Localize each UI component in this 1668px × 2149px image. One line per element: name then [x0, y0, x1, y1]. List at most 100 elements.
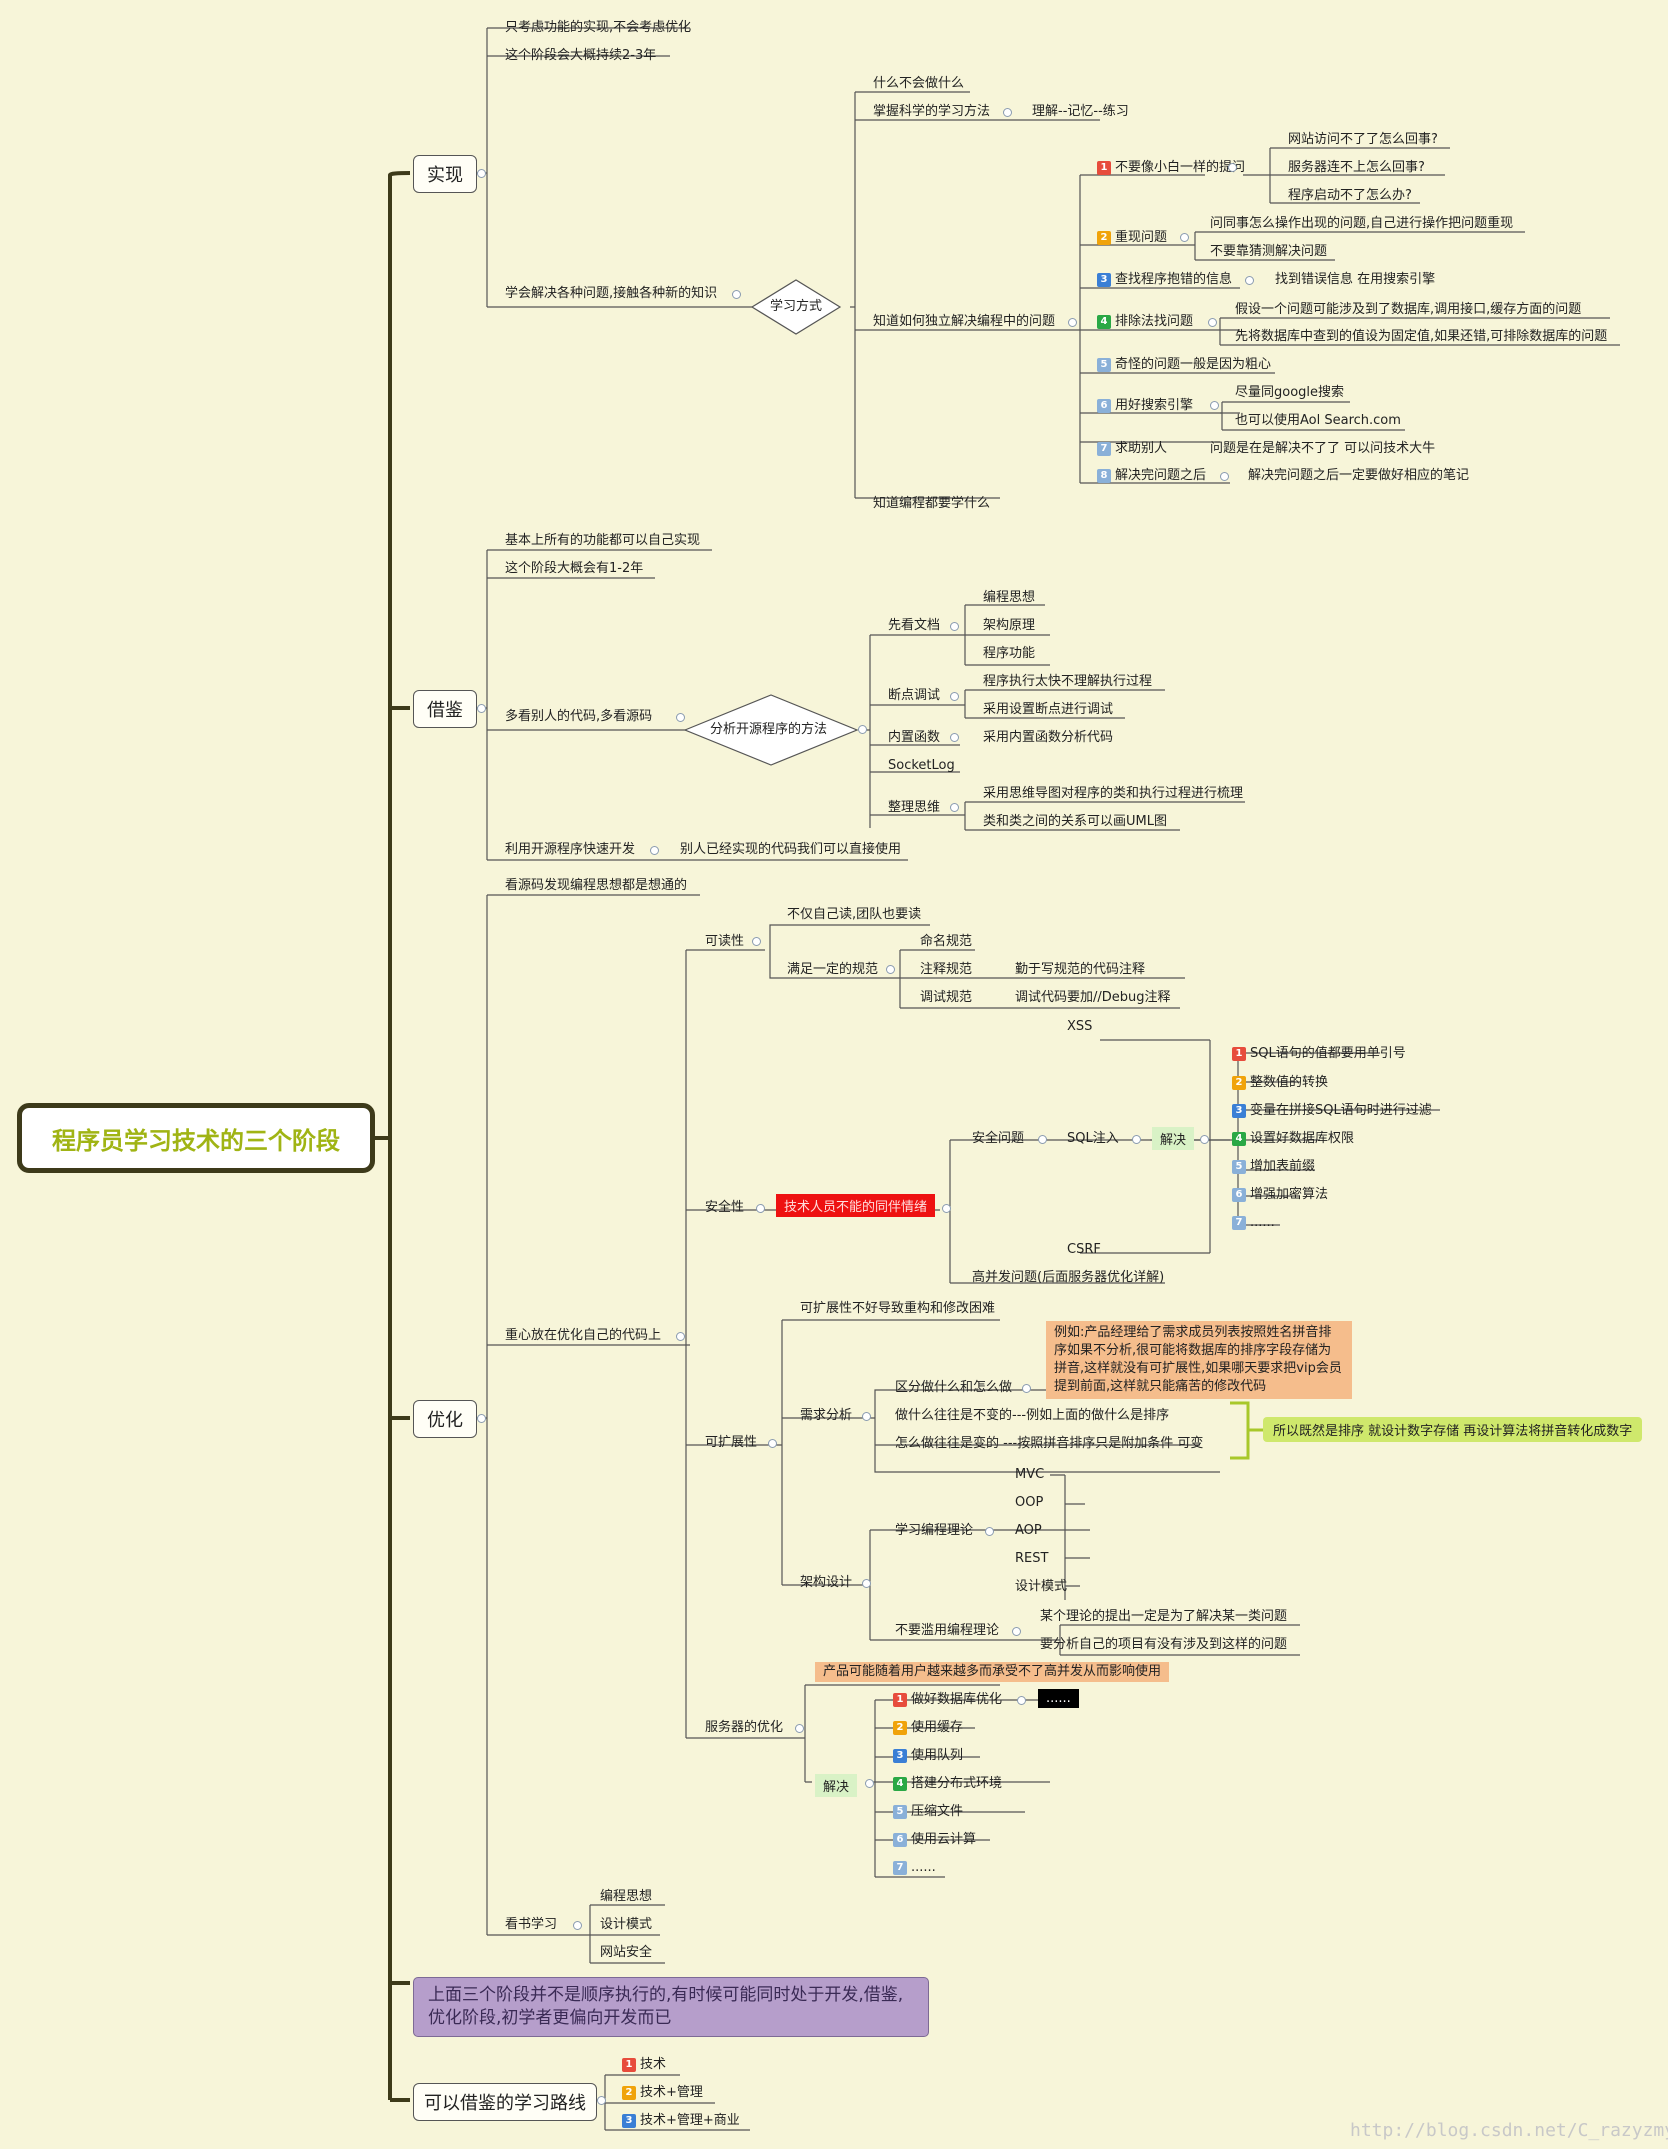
collapse-toggle[interactable] [676, 1332, 685, 1341]
opt-r2: 满足一定的规范 [787, 962, 879, 977]
borrow-m1a: 编程思想 [983, 590, 1036, 605]
collapse-toggle[interactable] [950, 692, 959, 701]
collapse-toggle[interactable] [1208, 318, 1217, 327]
collapse-toggle[interactable] [1245, 276, 1254, 285]
impl-d4: 知道编程都要学什么 [873, 496, 991, 511]
collapse-toggle[interactable] [942, 1204, 951, 1213]
collapse-toggle[interactable] [950, 622, 959, 631]
branch-borrow[interactable]: 借鉴 [413, 690, 477, 728]
opt-e3b: 不要滥用编程理论 [895, 1623, 1000, 1638]
impl-s4b: 先将数据库中查到的值设为固定值,如果还错,可排除数据库的问题 [1235, 329, 1608, 344]
opt-aop: AOP [1015, 1523, 1042, 1538]
collapse-toggle[interactable] [886, 965, 895, 974]
collapse-toggle[interactable] [862, 1412, 871, 1421]
borrow-c: 多看别人的代码,多看源码 [505, 709, 653, 724]
impl-b: 这个阶段会大概持续2-3年 [505, 48, 657, 63]
collapse-toggle[interactable] [752, 937, 761, 946]
collapse-toggle[interactable] [650, 846, 659, 855]
impl-s6a: 尽量同google搜索 [1235, 385, 1345, 400]
opt-rest: REST [1015, 1551, 1049, 1566]
collapse-toggle[interactable] [1210, 401, 1219, 410]
impl-s3a: 找到错误信息 在用搜索引擎 [1275, 272, 1436, 287]
borrow-m5: 整理思维 [888, 800, 941, 815]
root-node[interactable]: 程序员学习技术的三个阶段 [17, 1103, 375, 1173]
borrow-m1: 先看文档 [888, 618, 941, 633]
collapse-toggle[interactable] [1068, 318, 1077, 327]
collapse-toggle[interactable] [1003, 108, 1012, 117]
collapse-toggle[interactable] [1228, 163, 1237, 172]
opt-a: 看源码发现编程思想都是想通的 [505, 878, 688, 893]
impl-s8a: 解决完问题之后一定要做好相应的笔记 [1248, 468, 1470, 483]
server-solve: 解决 [815, 1774, 858, 1797]
server-note: 产品可能随着用户越来越多而承受不了高并发从而影响使用 [815, 1662, 1170, 1682]
collapse-toggle[interactable] [756, 1204, 765, 1213]
branch-route[interactable]: 可以借鉴的学习路线 [413, 2083, 597, 2121]
branch-optimize[interactable]: 优化 [413, 1400, 477, 1438]
impl-s1b: 服务器连不上怎么回事? [1288, 160, 1425, 175]
opt-book: 看书学习 [505, 1917, 558, 1932]
ext-conclusion: 所以既然是排序 就设计数字存储 再设计算法将拼音转化成数字 [1263, 1417, 1643, 1442]
impl-s6b: 也可以使用Aol Search.com [1235, 413, 1401, 428]
collapse-toggle[interactable] [858, 725, 867, 734]
opt-bk2: 设计模式 [600, 1917, 653, 1932]
collapse-toggle[interactable] [573, 1921, 582, 1930]
collapse-toggle[interactable] [1012, 1627, 1021, 1636]
borrow-m1c: 程序功能 [983, 646, 1036, 661]
branch-impl[interactable]: 实现 [413, 155, 477, 193]
sql-solve: 解决 [1152, 1127, 1195, 1150]
collapse-toggle[interactable] [865, 1779, 874, 1788]
opt-e3b1: 某个理论的提出一定是为了解决某一类问题 [1040, 1609, 1288, 1624]
collapse-toggle[interactable] [597, 2096, 606, 2105]
borrow-da: 别人已经实现的代码我们可以直接使用 [680, 842, 902, 857]
collapse-toggle[interactable] [795, 1724, 804, 1733]
collapse-toggle[interactable] [768, 1439, 777, 1448]
impl-d2: 掌握科学的学习方法 [873, 104, 991, 119]
collapse-toggle[interactable] [732, 290, 741, 299]
impl-s1c: 程序启动不了怎么办? [1288, 188, 1412, 203]
collapse-toggle[interactable] [1220, 472, 1229, 481]
diamond-learning: 学习方式 [770, 299, 823, 314]
opt-readability: 可读性 [705, 934, 745, 949]
collapse-toggle[interactable] [1200, 1135, 1209, 1144]
collapse-toggle[interactable] [1017, 1696, 1026, 1705]
collapse-toggle[interactable] [1180, 233, 1189, 242]
impl-d3: 知道如何独立解决编程中的问题 [873, 314, 1056, 329]
collapse-toggle[interactable] [477, 169, 486, 178]
collapse-toggle[interactable] [985, 1527, 994, 1536]
collapse-toggle[interactable] [1038, 1135, 1047, 1144]
impl-s4a: 假设一个问题可能涉及到了数据库,调用接口,缓存方面的问题 [1235, 302, 1582, 317]
collapse-toggle[interactable] [1132, 1135, 1141, 1144]
collapse-toggle[interactable] [862, 1579, 871, 1588]
impl-s1a: 网站访问不了了怎么回事? [1288, 132, 1438, 147]
opt-r2a: 命名规范 [920, 934, 973, 949]
opt-r2c1: 调试代码要加//Debug注释 [1015, 990, 1171, 1005]
opt-sec1: 安全问题 [972, 1131, 1025, 1146]
collapse-toggle[interactable] [477, 1414, 486, 1423]
collapse-toggle[interactable] [676, 713, 685, 722]
opt-dp: 设计模式 [1015, 1579, 1068, 1594]
opt-e3a: 学习编程理论 [895, 1523, 974, 1538]
opt-r2c: 调试规范 [920, 990, 973, 1005]
summary-note: 上面三个阶段并不是顺序执行的,有时候可能同时处于开发,借鉴,优化阶段,初学者更偏… [413, 1977, 929, 2037]
collapse-toggle[interactable] [950, 733, 959, 742]
db-opt-black-box: ...... [1038, 1689, 1079, 1708]
collapse-toggle[interactable] [950, 803, 959, 812]
impl-d2a: 理解--记忆--练习 [1032, 104, 1129, 119]
collapse-toggle[interactable] [1022, 1384, 1031, 1393]
borrow-m5a: 采用思维导图对程序的类和执行过程进行梳理 [983, 786, 1244, 801]
collapse-toggle[interactable] [477, 704, 486, 713]
opt-xss: XSS [1067, 1019, 1093, 1034]
opt-q7: 7...... [1232, 1214, 1275, 1232]
